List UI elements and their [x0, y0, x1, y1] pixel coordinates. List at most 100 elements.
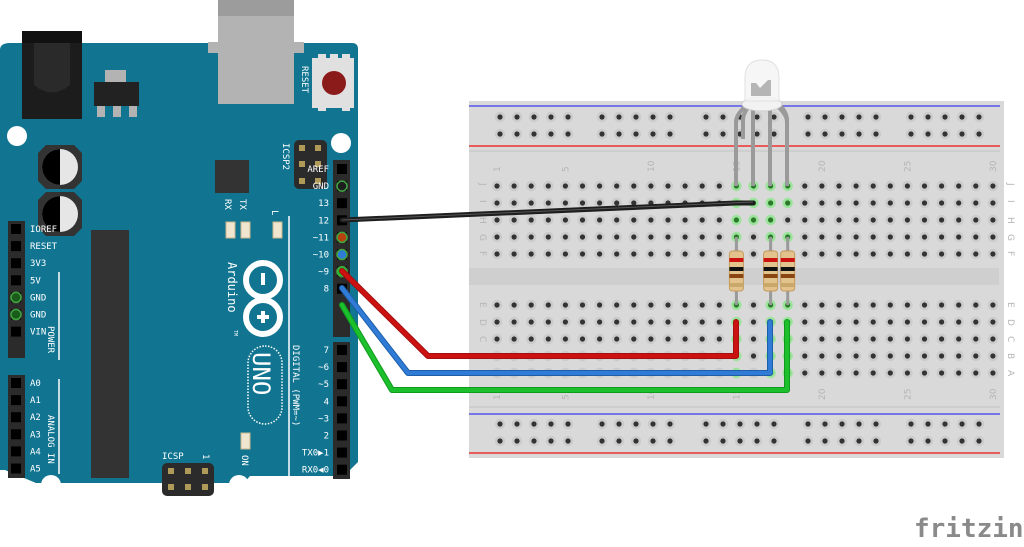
- breadboard-hole[interactable]: [526, 214, 537, 226]
- breadboard-hole[interactable]: [647, 435, 659, 447]
- breadboard-hole[interactable]: [850, 231, 862, 243]
- breadboard-hole[interactable]: [526, 197, 537, 209]
- breadboard-hole[interactable]: [697, 248, 708, 260]
- breadboard-hole[interactable]: [936, 333, 947, 345]
- breadboard-hole[interactable]: [970, 214, 981, 226]
- breadboard-hole[interactable]: [491, 180, 503, 192]
- breadboard-hole[interactable]: [508, 299, 520, 311]
- breadboard-hole[interactable]: [491, 214, 503, 226]
- breadboard-hole[interactable]: [613, 111, 625, 123]
- breadboard-hole[interactable]: [799, 180, 810, 192]
- breadboard-hole[interactable]: [902, 367, 913, 379]
- breadboard-hole[interactable]: [577, 197, 588, 209]
- breadboard-hole[interactable]: [662, 333, 674, 345]
- breadboard-hole[interactable]: [697, 214, 708, 226]
- header-pin[interactable]: [337, 198, 347, 209]
- breadboard-hole[interactable]: [511, 128, 523, 140]
- breadboard-hole[interactable]: [850, 180, 862, 192]
- breadboard-hole[interactable]: [508, 333, 520, 345]
- breadboard-hole[interactable]: [919, 197, 930, 209]
- breadboard-hole[interactable]: [956, 418, 968, 430]
- breadboard-hole[interactable]: [697, 180, 708, 192]
- header-pin[interactable]: [337, 464, 347, 475]
- breadboard-hole[interactable]: [526, 180, 537, 192]
- header-pin[interactable]: [336, 180, 348, 192]
- resistor[interactable]: [763, 237, 779, 305]
- breadboard-hole[interactable]: [905, 418, 917, 430]
- breadboard-hole[interactable]: [645, 214, 657, 226]
- breadboard-hole[interactable]: [491, 231, 503, 243]
- breadboard-hole[interactable]: [987, 231, 999, 243]
- breadboard-hole[interactable]: [491, 197, 503, 209]
- header-pin[interactable]: [337, 413, 347, 424]
- breadboard-hole[interactable]: [970, 367, 981, 379]
- breadboard-hole[interactable]: [868, 231, 879, 243]
- breadboard-hole[interactable]: [543, 333, 554, 345]
- breadboard-hole[interactable]: [987, 333, 999, 345]
- breadboard-hole[interactable]: [799, 214, 810, 226]
- breadboard-hole[interactable]: [953, 231, 964, 243]
- breadboard-hole[interactable]: [562, 435, 574, 447]
- breadboard-hole[interactable]: [987, 214, 999, 226]
- breadboard-hole[interactable]: [700, 418, 712, 430]
- breadboard-hole[interactable]: [628, 180, 639, 192]
- breadboard-hole[interactable]: [819, 418, 831, 430]
- breadboard-hole[interactable]: [543, 197, 554, 209]
- breadboard-hole[interactable]: [956, 435, 968, 447]
- breadboard-hole[interactable]: [645, 180, 657, 192]
- breadboard-hole[interactable]: [594, 180, 605, 192]
- breadboard-hole[interactable]: [508, 180, 520, 192]
- breadboard-hole[interactable]: [662, 231, 674, 243]
- breadboard-hole[interactable]: [853, 128, 865, 140]
- breadboard-hole[interactable]: [562, 111, 574, 123]
- breadboard-hole[interactable]: [543, 316, 554, 328]
- breadboard-hole[interactable]: [953, 197, 964, 209]
- green-wire[interactable]: [340, 303, 789, 392]
- breadboard-hole[interactable]: [628, 231, 639, 243]
- breadboard-hole[interactable]: [611, 180, 622, 192]
- breadboard-hole[interactable]: [528, 435, 540, 447]
- breadboard-hole[interactable]: [885, 367, 896, 379]
- breadboard-hole[interactable]: [782, 214, 793, 226]
- header-pin[interactable]: [10, 308, 22, 321]
- breadboard-hole[interactable]: [768, 418, 780, 430]
- header-pin[interactable]: [11, 446, 21, 457]
- breadboard-hole[interactable]: [628, 316, 639, 328]
- breadboard-hole[interactable]: [919, 316, 930, 328]
- breadboard-hole[interactable]: [526, 231, 537, 243]
- breadboard-hole[interactable]: [731, 214, 742, 226]
- breadboard-hole[interactable]: [970, 180, 981, 192]
- breadboard-hole[interactable]: [936, 214, 947, 226]
- breadboard-hole[interactable]: [953, 316, 964, 328]
- breadboard-hole[interactable]: [577, 333, 588, 345]
- breadboard-hole[interactable]: [816, 231, 828, 243]
- breadboard-hole[interactable]: [491, 316, 503, 328]
- header-pin[interactable]: [10, 291, 22, 304]
- breadboard-hole[interactable]: [543, 299, 554, 311]
- breadboard-hole[interactable]: [734, 435, 746, 447]
- breadboard-hole[interactable]: [970, 316, 981, 328]
- breadboard-hole[interactable]: [577, 299, 588, 311]
- breadboard-hole[interactable]: [905, 111, 917, 123]
- header-pin[interactable]: [337, 447, 347, 458]
- breadboard-hole[interactable]: [714, 248, 725, 260]
- breadboard-hole[interactable]: [919, 180, 930, 192]
- breadboard-hole[interactable]: [628, 248, 639, 260]
- breadboard-hole[interactable]: [816, 367, 828, 379]
- breadboard-hole[interactable]: [953, 299, 964, 311]
- breadboard-hole[interactable]: [816, 350, 828, 362]
- breadboard-hole[interactable]: [868, 214, 879, 226]
- breadboard-hole[interactable]: [543, 214, 554, 226]
- breadboard-hole[interactable]: [919, 350, 930, 362]
- header-pin[interactable]: [336, 248, 348, 261]
- breadboard-hole[interactable]: [922, 128, 934, 140]
- breadboard-hole[interactable]: [902, 350, 913, 362]
- breadboard-hole[interactable]: [700, 435, 712, 447]
- breadboard-hole[interactable]: [662, 316, 674, 328]
- breadboard-hole[interactable]: [885, 299, 896, 311]
- breadboard-hole[interactable]: [833, 180, 845, 192]
- breadboard-hole[interactable]: [697, 316, 708, 328]
- breadboard-hole[interactable]: [628, 333, 639, 345]
- breadboard-hole[interactable]: [936, 316, 947, 328]
- breadboard-hole[interactable]: [850, 248, 862, 260]
